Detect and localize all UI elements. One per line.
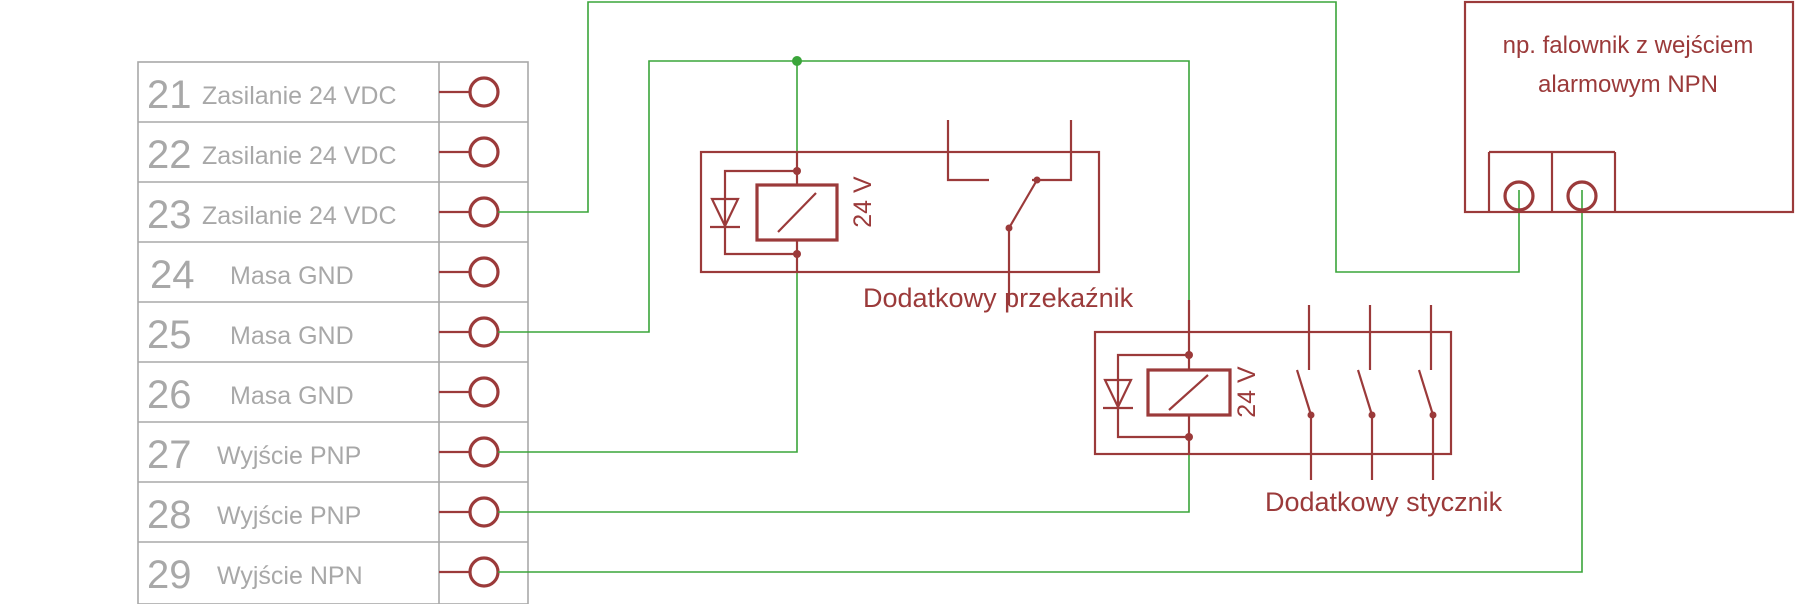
screw-terminal-icon (468, 76, 500, 108)
terminal-row-27: 27 Wyjście PNP (147, 433, 361, 477)
relay-voltage: 24 V (849, 176, 877, 228)
terminal-label: Zasilanie 24 VDC (202, 82, 397, 110)
terminal-row-23: 23 Zasilanie 24 VDC (147, 193, 397, 237)
terminal-row-22: 22 Zasilanie 24 VDC (147, 133, 397, 177)
terminal-number: 22 (147, 133, 192, 177)
screw-terminal-icon (468, 376, 500, 408)
inverter-box (1463, 0, 1795, 214)
contactor-coil-icon (1146, 368, 1232, 417)
terminal-number: 28 (147, 493, 192, 537)
diode-icon (1103, 378, 1133, 410)
contactor-contact-icon (1295, 305, 1315, 480)
terminal-row-25: 25 Masa GND (147, 313, 354, 357)
terminal-number: 29 (147, 553, 192, 597)
inverter-terminal-icon (1503, 180, 1535, 212)
wire-supply (498, 1, 1520, 273)
terminal-row-28: 28 Wyjście PNP (147, 493, 361, 537)
contactor-contact-icon (1417, 305, 1437, 480)
relay-coil-icon (755, 183, 839, 242)
screw-terminal-icon (468, 196, 500, 228)
screw-terminal-icon (468, 496, 500, 528)
terminal-label: Zasilanie 24 VDC (202, 202, 397, 230)
screw-terminal-icon (468, 256, 500, 288)
terminal-row-26: 26 Masa GND (147, 373, 354, 417)
wire-gnd (498, 60, 1190, 355)
screw-terminal-icon (468, 436, 500, 468)
terminal-number: 27 (147, 433, 192, 477)
terminal-number: 24 (150, 253, 195, 297)
terminal-number: 25 (147, 313, 192, 357)
relay-label: Dodatkowy przekaźnik (863, 283, 1134, 313)
junction-dot (792, 56, 802, 66)
contactor-voltage: 24 V (1233, 366, 1261, 418)
terminal-row-21: 21 Zasilanie 24 VDC (147, 73, 397, 117)
terminal-number: 23 (147, 193, 192, 237)
wire-pnp-relay (498, 254, 798, 453)
screw-terminal-icon (468, 556, 500, 588)
terminal-number: 21 (147, 73, 192, 117)
terminal-label: Masa GND (230, 322, 354, 350)
inverter-terminal-icon (1566, 180, 1598, 212)
terminal-label: Zasilanie 24 VDC (202, 142, 397, 170)
terminal-label: Wyjście PNP (217, 442, 361, 470)
terminal-label: Wyjście PNP (217, 502, 361, 530)
wire-npn (498, 190, 1583, 573)
contactor-contact-icon (1356, 305, 1376, 480)
inverter-label-line2: alarmowym NPN (1538, 71, 1718, 98)
wire-pnp-contactor (498, 437, 1190, 513)
terminal-number: 26 (147, 373, 192, 417)
diode-icon (710, 197, 740, 229)
terminal-label: Masa GND (230, 262, 354, 290)
contactor-module (1093, 300, 1453, 480)
screw-terminal-icon (468, 136, 500, 168)
terminal-label: Masa GND (230, 382, 354, 410)
inverter-label-line1: np. falownik z wejściem (1503, 32, 1754, 59)
terminal-row-24: 24 Masa GND (150, 253, 354, 297)
contactor-label: Dodatkowy stycznik (1265, 487, 1503, 517)
relay-contact-icon (1008, 179, 1038, 229)
terminal-label: Wyjście NPN (217, 562, 363, 590)
screw-terminal-icon (468, 316, 500, 348)
relay-module (699, 120, 1101, 305)
terminal-row-29: 29 Wyjście NPN (147, 553, 363, 597)
terminal-screws (439, 76, 500, 588)
